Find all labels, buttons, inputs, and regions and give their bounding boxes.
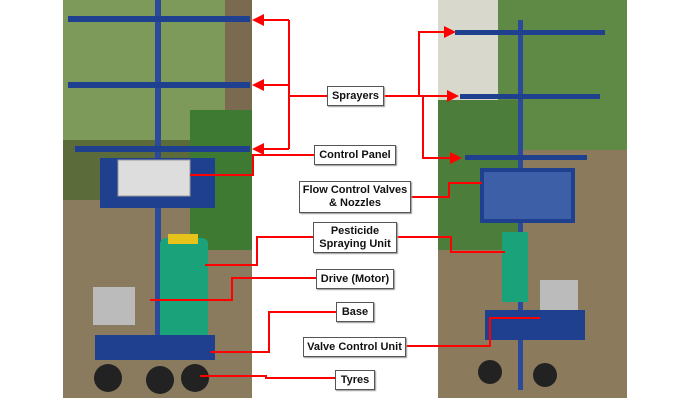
- leader-base: [210, 311, 336, 353]
- photo-front-view: [63, 0, 252, 398]
- leader-pesticide-left: [205, 236, 313, 266]
- leader-pesticide-right: [397, 236, 505, 253]
- label-tyres: Tyres: [335, 370, 375, 390]
- label-text: Base: [341, 305, 369, 318]
- label-text: Flow Control Valves: [302, 184, 408, 196]
- label-sprayers: Sprayers: [327, 86, 384, 106]
- label-drive-motor: Drive (Motor): [316, 269, 394, 289]
- label-control-panel: Control Panel: [314, 145, 396, 165]
- label-text: Pesticide: [330, 224, 380, 237]
- label-text: Control Panel: [319, 148, 391, 161]
- label-text: Tyres: [340, 373, 370, 386]
- leader-valve-control: [406, 317, 540, 347]
- label-text: Sprayers: [331, 89, 380, 102]
- label-base: Base: [336, 302, 374, 322]
- label-text: Spraying Unit: [319, 237, 391, 250]
- label-flow-control-valves: Flow Control Valves& Nozzles: [299, 181, 411, 213]
- leader-tyres: [200, 375, 335, 379]
- leader-drive: [150, 277, 316, 301]
- label-text: Valve Control Unit: [307, 340, 402, 353]
- label-valve-control-unit: Valve Control Unit: [303, 337, 406, 357]
- label-text: Drive (Motor): [320, 272, 390, 285]
- label-text: & Nozzles: [329, 197, 381, 209]
- leader-control-panel: [190, 154, 314, 176]
- leader-flow-valves: [411, 182, 482, 198]
- photo-side-view: [438, 0, 627, 398]
